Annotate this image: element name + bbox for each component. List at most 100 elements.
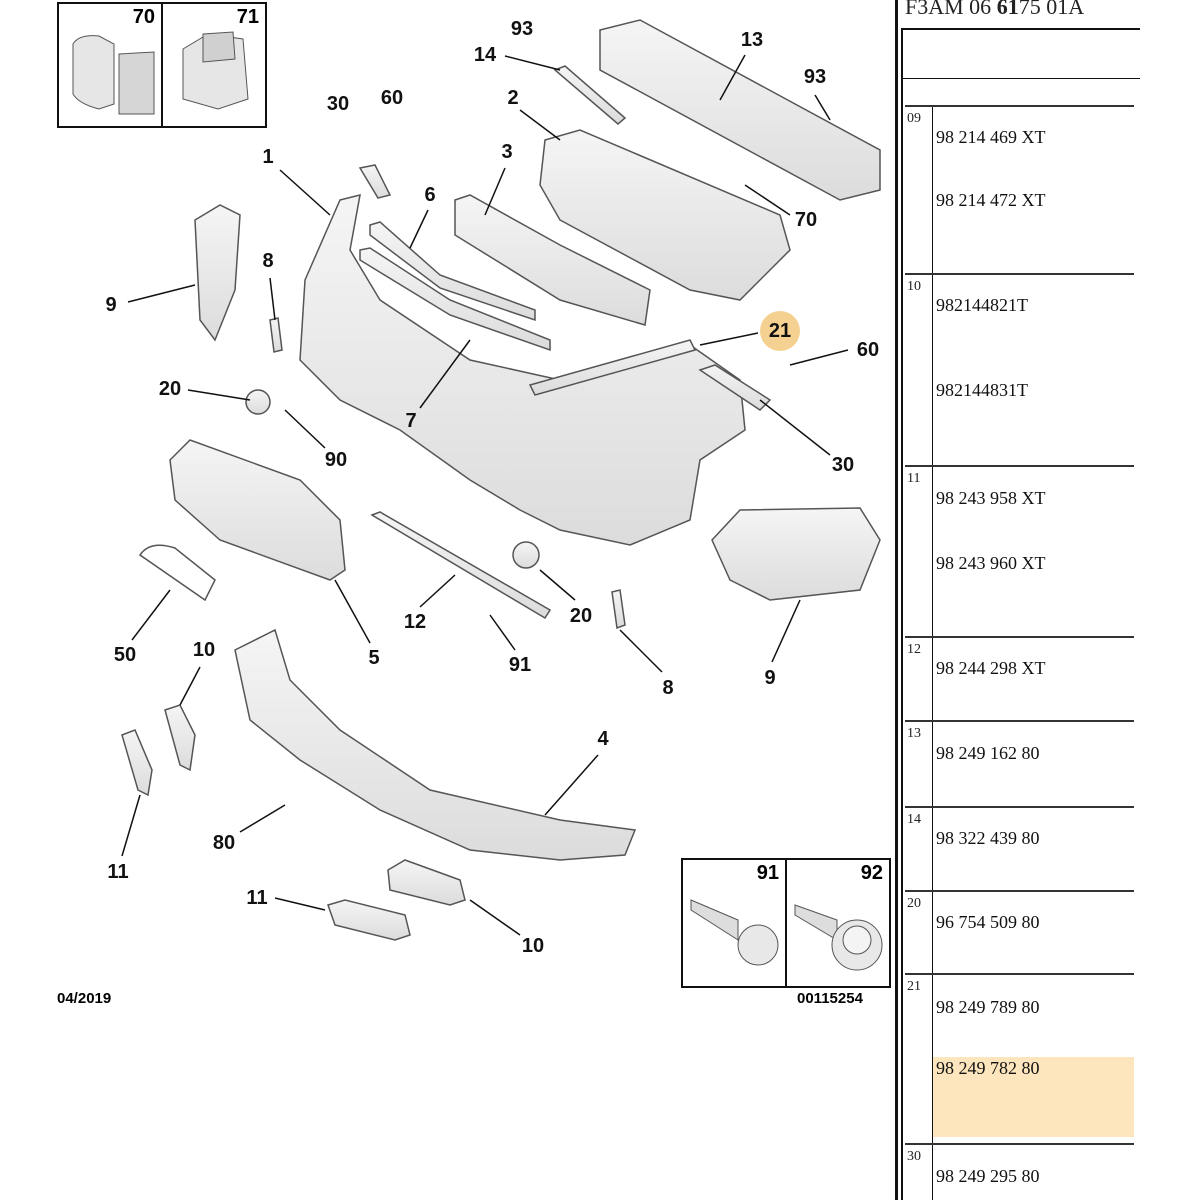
part-number[interactable]: 98 214 472 XT bbox=[936, 190, 1046, 210]
diagram-reference: 00115254 bbox=[797, 990, 863, 1007]
part-number[interactable]: 98 243 960 XT bbox=[936, 553, 1046, 573]
group-rule bbox=[905, 636, 1134, 638]
part-number[interactable]: 98 244 298 XT bbox=[936, 658, 1046, 678]
callout-12: 12 bbox=[403, 611, 427, 633]
callout-9: 9 bbox=[105, 294, 117, 316]
part-10-bottom bbox=[387, 859, 466, 906]
parts-group-10: 10 982144821T 982144831T bbox=[895, 273, 1134, 465]
group-rule bbox=[905, 465, 1134, 467]
callout-2: 2 bbox=[507, 87, 519, 109]
part-3-grille bbox=[454, 194, 651, 326]
callout-11: 11 bbox=[246, 887, 268, 909]
callout-1: 1 bbox=[262, 146, 274, 168]
callout-13: 13 bbox=[740, 29, 764, 51]
part-2-absorber bbox=[539, 129, 791, 301]
part-number[interactable]: 98 243 958 XT bbox=[936, 488, 1046, 508]
panel-header-rule bbox=[901, 78, 1140, 79]
callout-60: 60 bbox=[380, 87, 404, 109]
part-5-grille bbox=[169, 439, 346, 581]
callout-90: 90 bbox=[324, 449, 348, 471]
group-rule bbox=[905, 973, 1134, 975]
panel-header: F3AM 06 6175 01A bbox=[905, 0, 1084, 20]
part-9-housing-left bbox=[194, 204, 241, 342]
parts-group-20: 20 96 754 509 80 bbox=[895, 890, 1134, 973]
callout-8: 8 bbox=[662, 677, 674, 699]
part-30-bracket-left bbox=[358, 164, 392, 199]
part-number[interactable]: 98 249 162 80 bbox=[936, 743, 1040, 763]
callout-91: 91 bbox=[508, 654, 532, 676]
part-20-left bbox=[245, 389, 271, 415]
part-4-skid bbox=[234, 628, 637, 861]
group-number: 21 bbox=[907, 979, 921, 994]
part-number[interactable]: 98 322 439 80 bbox=[936, 828, 1040, 848]
part-7-bar bbox=[359, 247, 551, 352]
part-11-left bbox=[121, 729, 153, 797]
clip-70-icon bbox=[72, 35, 155, 115]
callout-3: 3 bbox=[501, 141, 513, 163]
inset-clips: 70 71 bbox=[57, 2, 267, 128]
callout-60: 60 bbox=[856, 339, 880, 361]
inset-label-92: 92 bbox=[860, 862, 883, 884]
callout-9: 9 bbox=[764, 667, 776, 689]
group-rule bbox=[905, 720, 1134, 722]
screw-92-icon bbox=[794, 904, 883, 971]
callout-70: 70 bbox=[794, 209, 818, 231]
callout-80: 80 bbox=[212, 832, 236, 854]
group-rule bbox=[905, 273, 1134, 275]
callout-5: 5 bbox=[368, 647, 380, 669]
parts-group-14: 14 98 322 439 80 bbox=[895, 806, 1134, 890]
diagram-drawing bbox=[121, 19, 881, 941]
callout-10: 10 bbox=[521, 935, 545, 957]
callout-10: 10 bbox=[192, 639, 216, 661]
group-rule bbox=[905, 1143, 1134, 1145]
part-13-beam bbox=[599, 19, 881, 201]
group-rule bbox=[905, 105, 1134, 107]
panel-border-outer bbox=[895, 0, 898, 1200]
part-21-moulding bbox=[528, 339, 697, 396]
part-number[interactable]: 98 214 469 XT bbox=[936, 127, 1046, 147]
part-10-left bbox=[164, 704, 196, 772]
panel-border-inner bbox=[901, 28, 903, 1200]
group-number: 12 bbox=[907, 642, 921, 657]
callout-20: 20 bbox=[158, 378, 182, 400]
part-number[interactable]: 98 249 782 80 bbox=[936, 1058, 1040, 1078]
part-8-right bbox=[611, 589, 626, 630]
part-30-bracket-right bbox=[698, 364, 772, 411]
callout-50: 50 bbox=[113, 644, 137, 666]
group-number: 20 bbox=[907, 896, 921, 911]
callout-4: 4 bbox=[597, 728, 609, 750]
screw-91-icon bbox=[690, 899, 779, 966]
group-number: 14 bbox=[907, 812, 921, 827]
header-bold: 61 bbox=[996, 0, 1019, 19]
part-number[interactable]: 982144831T bbox=[936, 380, 1028, 400]
part-number[interactable]: 98 249 789 80 bbox=[936, 997, 1040, 1017]
group-number: 10 bbox=[907, 279, 921, 294]
callout-6: 6 bbox=[424, 184, 436, 206]
callout-93: 93 bbox=[510, 18, 534, 40]
leader-lines bbox=[121, 54, 849, 936]
callout-11: 11 bbox=[107, 861, 129, 883]
callout-20: 20 bbox=[569, 605, 593, 627]
inset-cell-92: 92 bbox=[787, 860, 889, 986]
part-number[interactable]: 96 754 509 80 bbox=[936, 912, 1040, 932]
part-number[interactable]: 982144821T bbox=[936, 295, 1028, 315]
callout-30: 30 bbox=[831, 454, 855, 476]
panel-top-rule bbox=[901, 28, 1140, 30]
part-number[interactable]: 98 249 295 80 bbox=[936, 1166, 1040, 1186]
part-14-strip bbox=[553, 65, 627, 125]
part-9-housing-right bbox=[711, 507, 881, 601]
group-rule bbox=[905, 806, 1134, 808]
callout-21: 21 bbox=[760, 311, 800, 351]
inset-cell-71: 71 bbox=[163, 4, 265, 126]
inset-cell-70: 70 bbox=[59, 4, 163, 126]
parts-group-21: 21 98 249 789 80 98 249 782 80 bbox=[895, 973, 1134, 1143]
header-prefix: F3AM 06 bbox=[905, 0, 997, 19]
part-11-bottom bbox=[327, 899, 411, 941]
clip-71-icon bbox=[182, 31, 249, 110]
callout-7: 7 bbox=[405, 410, 417, 432]
diagram-date: 04/2019 bbox=[57, 990, 112, 1007]
